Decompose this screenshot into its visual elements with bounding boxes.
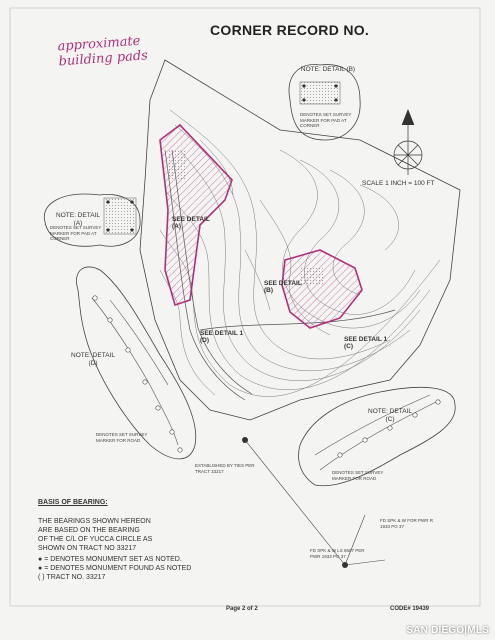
bearing-line-2: ARE BASED ON THE BEARING (38, 527, 140, 534)
callout-see-detail-a: SEE DETAIL (A) (172, 216, 210, 230)
note-detail-c-heading: NOTE: DETAIL (C) (368, 408, 412, 423)
monument-found (242, 437, 248, 443)
tie-lines (244, 439, 386, 566)
scale-label: SCALE 1 INCH = 100 FT (362, 180, 435, 187)
bearing-legend-2: ● = DENOTES MONUMENT FOUND AS NOTED (38, 564, 278, 573)
document-title: CORNER RECORD NO. (210, 22, 370, 38)
pad-stipple-a (168, 150, 186, 180)
pad-stipple-b (300, 268, 324, 286)
bearing-line-4: SHOWN ON TRACT NO 33217 (38, 545, 137, 552)
bearing-line-1: THE BEARINGS SHOWN HEREON (38, 518, 151, 525)
set-monument-icon: ● (38, 556, 43, 563)
road-markers-c (337, 399, 441, 458)
survey-markers (106, 84, 338, 232)
bearing-line-3: OF THE C/L OF YUCCA CIRCLE AS (38, 536, 153, 543)
page-number: Page 2 of 2 (226, 606, 258, 612)
callout-see-detail-d: SEE DETAIL 1 (D) (200, 330, 244, 344)
callout-see-detail-b: SEE DETAIL (B) (264, 280, 302, 294)
detail-bubble-b (288, 64, 361, 141)
bearing-legend-3: ( ) TRACT NO. 33217 (38, 574, 106, 581)
page-border (9, 7, 481, 607)
code-number: CODE# 19439 (390, 606, 430, 612)
detail-bubble-a (43, 193, 141, 247)
detail-bubble-d (76, 266, 197, 460)
note-detail-d-legend: DENOTES SET SURVEY MARKER FOR ROAD (96, 432, 148, 443)
established-note: ESTABLISHED BY TIES PER TRACT 33217 (195, 463, 255, 474)
detail-b-pad (299, 81, 341, 105)
note-detail-c-legend: DENOTES SET SURVEY MARKER FOR ROAD (332, 470, 384, 481)
note-detail-b-heading: NOTE: DETAIL (B) (300, 66, 356, 73)
note-detail-b: NOTE: DETAIL (B) (300, 66, 356, 74)
found-monument-note-1: FD SPK & W FOR PWR R 1933 PG 37 (380, 518, 434, 529)
detail-bubble-c (298, 386, 456, 487)
bearing-heading: BASIS OF BEARING: (38, 499, 108, 506)
note-detail-d-heading: NOTE: DETAIL (D) (71, 352, 115, 367)
bearing-legend-2-text: = DENOTES MONUMENT FOUND AS NOTED (44, 565, 192, 572)
parcel-outline (139, 59, 461, 421)
note-detail-a: NOTE: DETAIL (A) (52, 212, 104, 228)
found-monument-note-2: FD SPK & W LS 8507 PER PWR 1933 PG 37 (310, 548, 365, 559)
note-detail-d: NOTE: DETAIL (D) (68, 352, 118, 368)
bearing-legend-1-text: = DENOTES MONUMENT SET AS NOTED. (44, 556, 182, 563)
callout-see-detail-c: SEE DETAIL 1 (C) (344, 336, 388, 350)
road-markers-d (92, 295, 183, 453)
north-arrow (393, 109, 423, 175)
note-detail-a-legend: DENOTES SET SURVEY MARKER FOR PAD AT COR… (50, 225, 102, 241)
note-detail-a-heading: NOTE: DETAIL (A) (56, 212, 100, 227)
note-detail-c: NOTE: DETAIL (C) (365, 408, 415, 424)
basis-of-bearing: BASIS OF BEARING: THE BEARINGS SHOWN HER… (38, 498, 278, 582)
bearing-legend-1: ● = DENOTES MONUMENT SET AS NOTED. (38, 555, 278, 564)
note-detail-b-legend: DENOTES SET SURVEY MARKER FOR PAD AT COR… (300, 112, 352, 128)
detail-a-pad (103, 197, 137, 235)
found-monument-icon: ● (38, 565, 43, 572)
monument-found-2 (342, 562, 348, 568)
mls-watermark: SAN DIEGO|MLS (406, 625, 489, 636)
